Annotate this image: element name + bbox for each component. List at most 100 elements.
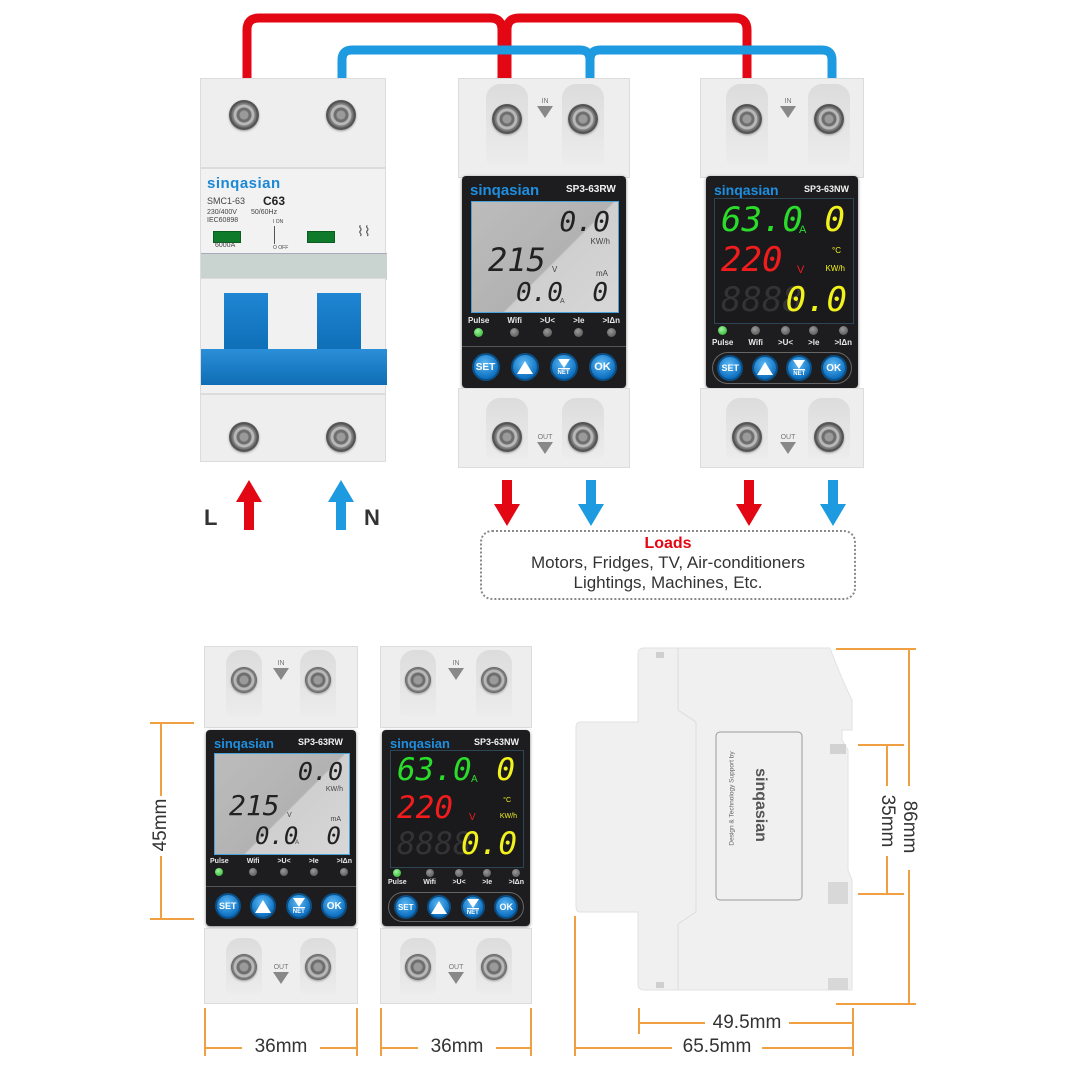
led-icon — [510, 328, 520, 337]
toggle-tie-bar[interactable] — [201, 349, 387, 385]
indicator-label: >U< — [777, 338, 794, 347]
voltage-readout: 215 — [229, 789, 280, 822]
dimension-label-depth-body: 49.5mm — [705, 1012, 789, 1034]
chevron-down-icon — [537, 442, 553, 454]
led-icon — [474, 328, 484, 337]
down-net-button[interactable]: NET — [549, 353, 578, 381]
down-net-button[interactable]: NET — [460, 895, 485, 919]
neutral-wire-2 — [585, 45, 837, 80]
energy-readout: 0.0 — [785, 280, 847, 320]
live-input-arrow-icon — [236, 480, 262, 530]
dimension-tick — [574, 916, 576, 1056]
indicator-label: Pulse — [468, 316, 490, 325]
indicator-current: >Ie — [309, 858, 319, 876]
up-button[interactable] — [427, 895, 452, 919]
out-label: OUT — [273, 964, 289, 971]
screw-icon — [568, 422, 598, 452]
ok-button[interactable]: OK — [820, 355, 847, 381]
temperature-readout: 0 — [824, 200, 845, 240]
ok-button[interactable]: OK — [588, 353, 617, 381]
down-net-button[interactable]: NET — [285, 893, 312, 919]
dimension-label-height-face: 45mm — [150, 798, 171, 852]
status-window — [213, 231, 241, 243]
up-arrow-icon — [516, 360, 533, 374]
down-arrow-icon — [292, 897, 305, 907]
out-marker: OUT — [534, 434, 556, 454]
wiring-diagram — [242, 13, 837, 80]
meter-side-view — [575, 647, 853, 991]
current-readout: 63.0 — [397, 752, 472, 788]
energy-readout: 0.0 — [559, 205, 610, 238]
live-output-arrow-icon — [494, 480, 520, 526]
screw-icon — [305, 667, 331, 693]
din-clip — [830, 744, 846, 754]
loads-line-1: Motors, Fridges, TV, Air-conditioners — [530, 553, 805, 572]
button-row: SET NET OK — [388, 892, 524, 922]
dimension-tick — [204, 1008, 206, 1056]
breaker-model: SMC1-63 — [207, 196, 246, 206]
screw-icon — [405, 667, 431, 693]
ok-button[interactable]: OK — [321, 893, 348, 919]
side-seam — [677, 709, 697, 723]
led-display: 63.0 A 0 220 V °C KW/h 8888 0.0 — [390, 750, 524, 868]
voltage-unit: V — [469, 812, 476, 823]
out-marker: OUT — [445, 964, 467, 984]
meter-model: SP3-63NW — [804, 184, 850, 194]
led-icon — [838, 326, 848, 335]
up-button[interactable] — [250, 893, 277, 919]
indicator-label: >IΔn — [336, 858, 352, 865]
set-button[interactable]: SET — [471, 353, 500, 381]
breaker-top-terminal-block — [200, 78, 386, 168]
screw-icon — [231, 667, 257, 693]
breaker-bottom-terminal-block — [200, 394, 386, 462]
set-button[interactable]: SET — [214, 893, 241, 919]
led-icon — [425, 869, 434, 877]
dimension-label-depth-full: 65.5mm — [672, 1036, 762, 1058]
indicator-current: >Ie — [482, 869, 492, 886]
up-button[interactable] — [751, 355, 778, 381]
din-clip — [828, 978, 848, 990]
indicator-label: >IΔn — [508, 879, 524, 886]
off-label: O OFF — [273, 245, 289, 251]
dimension-tick — [638, 1008, 640, 1034]
leakage-unit: mA — [330, 816, 342, 823]
breaker-grey-strip — [201, 253, 387, 280]
trip-curve-symbol-icon: ⌇⌇ — [357, 223, 371, 239]
side-brand-text: sinqasian — [752, 768, 769, 842]
chevron-down-icon — [537, 106, 553, 118]
screw-icon — [326, 100, 356, 130]
toggle-handle-live[interactable] — [224, 293, 268, 349]
leakage-readout: 0 — [326, 822, 341, 850]
up-button[interactable] — [510, 353, 539, 381]
lcd-display: 0.0 KW/h 215 V 0.0 A mA 0 — [471, 201, 619, 313]
out-marker: OUT — [270, 964, 292, 984]
screw-icon — [229, 422, 259, 452]
dimension-tick — [530, 1008, 532, 1056]
set-button[interactable]: SET — [393, 895, 418, 919]
down-net-button[interactable]: NET — [786, 355, 813, 381]
net-label: NET — [466, 907, 479, 916]
indicator-label: >IΔn — [602, 316, 620, 325]
indicator-label: >Ie — [308, 858, 319, 865]
chevron-down-icon — [780, 106, 796, 118]
indicator-label: >U< — [452, 879, 466, 886]
energy-unit: KW/h — [825, 264, 845, 273]
leakage-unit: mA — [596, 269, 608, 278]
meter-face: sinqasian SP3-63NW 63.0 A 0 220 V °C KW/… — [382, 730, 530, 926]
loads-callout: Loads Motors, Fridges, TV, Air-condition… — [480, 530, 856, 600]
meter-brand: sinqasian — [214, 736, 274, 751]
led-icon — [249, 868, 258, 876]
ok-button[interactable]: OK — [494, 895, 519, 919]
toggle-handle-neutral[interactable] — [317, 293, 361, 349]
neutral-input-arrow-icon — [328, 480, 354, 530]
temperature-unit: °C — [503, 797, 511, 804]
screw-icon — [492, 104, 522, 134]
set-button[interactable]: SET — [717, 355, 744, 381]
net-label: NET — [292, 906, 305, 915]
indicator-leakage: >IΔn — [834, 326, 852, 347]
screw-icon — [326, 422, 356, 452]
up-arrow-icon — [431, 900, 448, 914]
dimension-label-height-total: 86mm — [899, 800, 920, 854]
meter-face: sinqasian SP3-63NW 63.0 A 0 220 V °C KW/… — [706, 176, 858, 388]
down-arrow-icon — [466, 898, 479, 908]
